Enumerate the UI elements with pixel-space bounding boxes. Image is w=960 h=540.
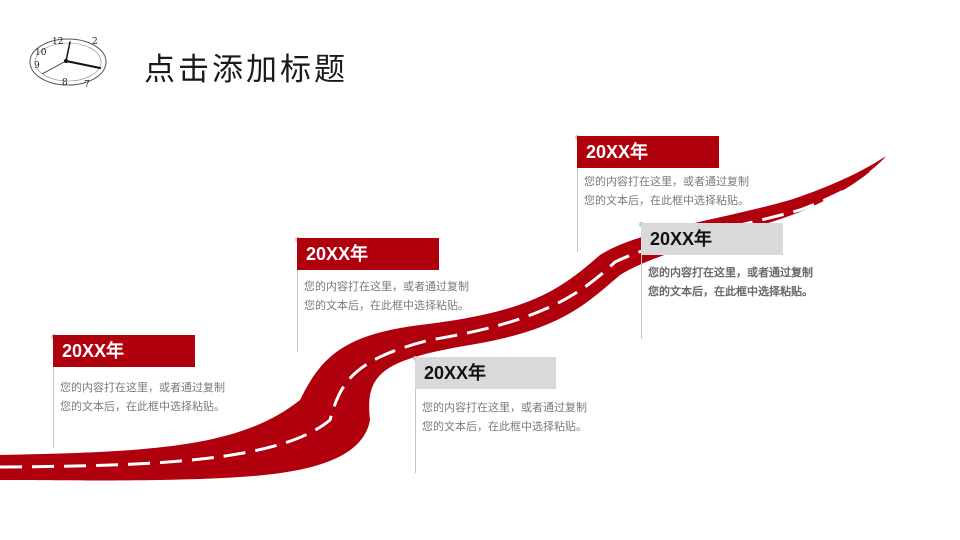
milestone-desc[interactable]: 您的内容打在这里，或者通过复制 您的文本后，在此框中选择粘贴。	[60, 378, 225, 416]
page-title[interactable]: 点击添加标题	[144, 52, 348, 88]
milestone-desc[interactable]: 您的内容打在这里，或者通过复制 您的文本后，在此框中选择粘贴。	[422, 398, 587, 436]
milestone-year[interactable]: 20XX年	[297, 238, 439, 270]
milestone-desc-line: 您的内容打在这里，或者通过复制	[648, 266, 813, 279]
milestone-desc-line: 您的文本后，在此框中选择粘贴。	[584, 194, 749, 207]
milestone-desc[interactable]: 您的内容打在这里，或者通过复制 您的文本后，在此框中选择粘贴。	[648, 263, 813, 301]
milestone-year[interactable]: 20XX年	[53, 335, 195, 367]
milestone-desc-line: 您的内容打在这里，或者通过复制	[60, 381, 225, 394]
clock-numeral: 8	[62, 78, 68, 88]
milestone-desc[interactable]: 您的内容打在这里，或者通过复制 您的文本后，在此框中选择粘贴。	[304, 277, 469, 315]
clock-icon: 12 2 9 10 8 7	[29, 37, 107, 90]
milestone-desc-line: 您的文本后，在此框中选择粘贴。	[648, 285, 813, 298]
clock-numeral: 12	[52, 37, 63, 47]
clock-numeral: 9	[34, 61, 40, 71]
milestone-desc-line: 您的内容打在这里，或者通过复制	[422, 401, 587, 414]
milestone-desc-line: 您的文本后，在此框中选择粘贴。	[60, 400, 225, 413]
milestone-desc-line: 您的内容打在这里，或者通过复制	[304, 280, 469, 293]
milestone-desc[interactable]: 您的内容打在这里，或者通过复制 您的文本后，在此框中选择粘贴。	[584, 172, 749, 210]
milestone-desc-line: 您的文本后，在此框中选择粘贴。	[304, 299, 469, 312]
milestone-desc-line: 您的文本后，在此框中选择粘贴。	[422, 420, 587, 433]
clock-numeral: 7	[84, 80, 90, 90]
milestone-desc-line: 您的内容打在这里，或者通过复制	[584, 175, 749, 188]
clock-numeral: 10	[35, 48, 47, 58]
clock-numeral: 2	[92, 37, 98, 47]
milestone-year[interactable]: 20XX年	[641, 223, 783, 255]
milestone-year[interactable]: 20XX年	[415, 357, 556, 389]
milestone-year[interactable]: 20XX年	[577, 136, 719, 168]
road-edge-line	[869, 156, 888, 173]
